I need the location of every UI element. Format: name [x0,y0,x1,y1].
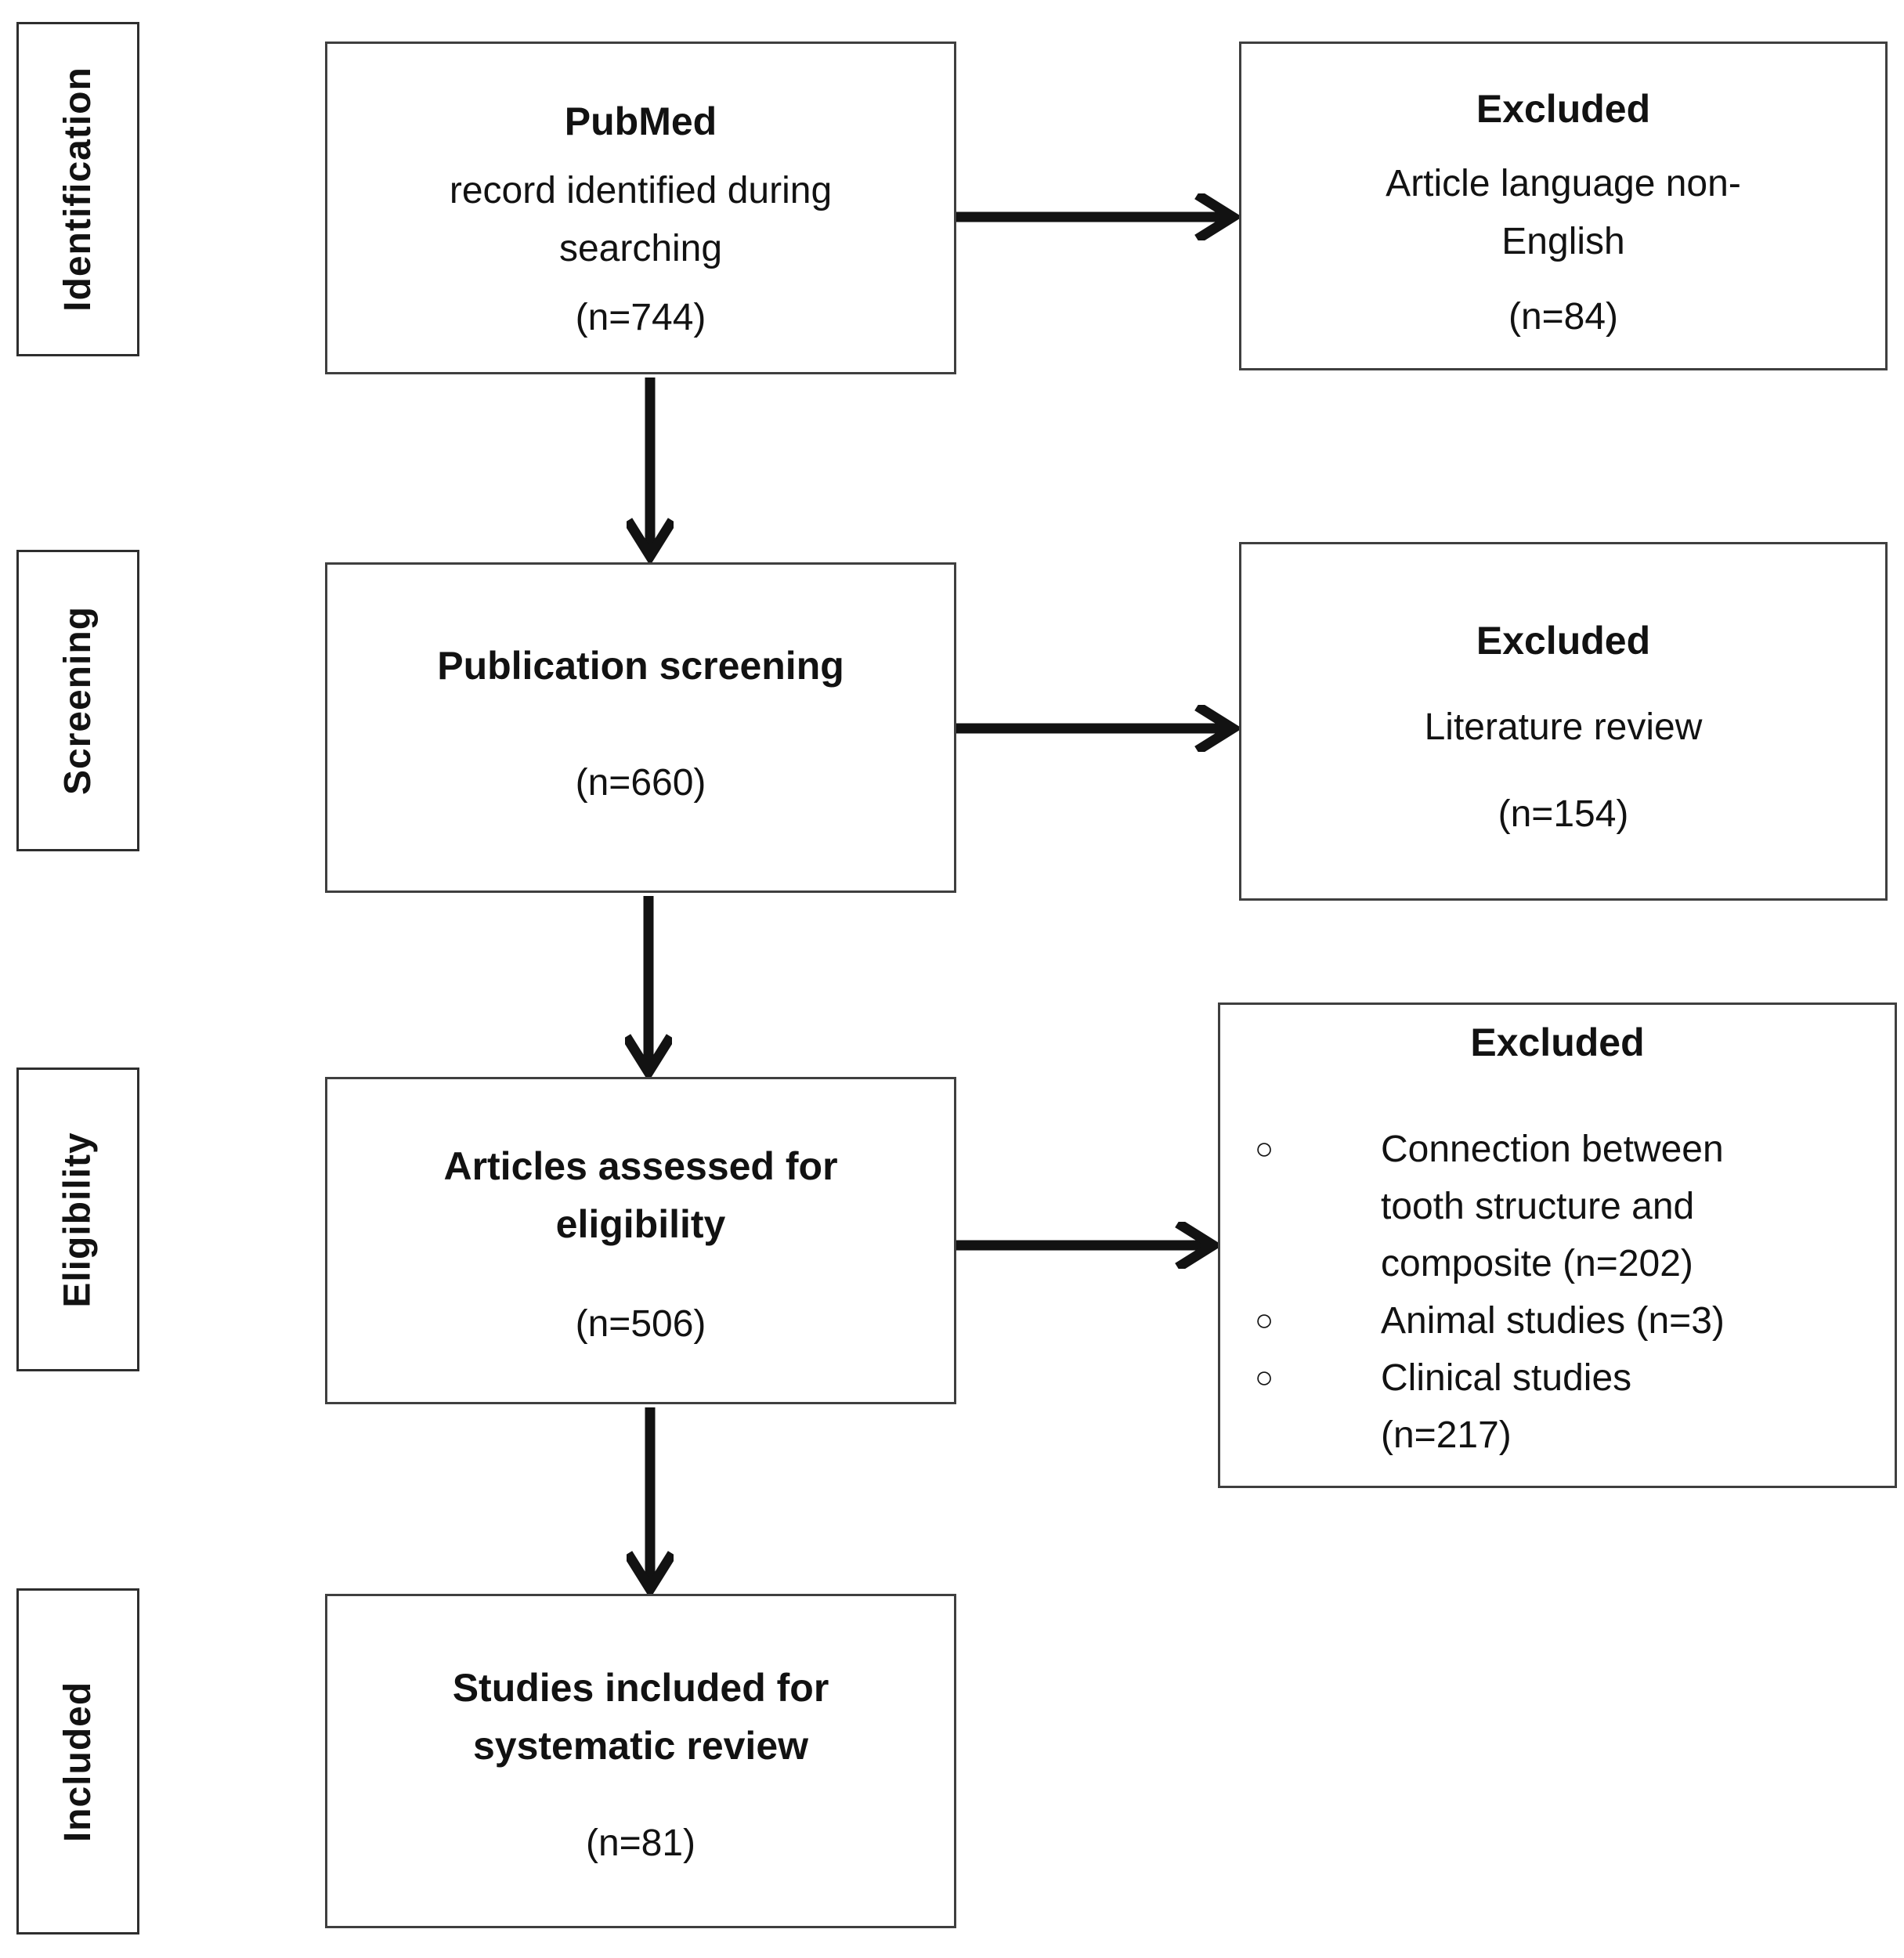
phase-label-eligibility: Eligibility [57,1131,99,1308]
node-count: (n=506) [575,1303,706,1345]
node-count: (n=744) [575,297,706,338]
phase-label-included: Included [57,1681,99,1842]
excluded-reason: Connection between tooth structure and c… [1381,1129,1724,1284]
node-title: Studies included for systematic review [452,1666,829,1768]
node-description: record identified during searching [449,169,833,269]
phase-box-eligibility: Eligibility [16,1068,139,1371]
list-item: ○ Clinical studies (n=217) [1220,1349,1895,1464]
node-count: (n=660) [575,762,706,804]
phase-label-identification: Identification [57,67,99,312]
node-title: PubMed [564,99,717,143]
node-reason: Literature review [1424,706,1703,748]
node-title: Publication screening [437,644,844,688]
node-reason: Article language non-English [1386,163,1741,262]
phase-box-identification: Identification [16,22,139,356]
node-count: (n=154) [1498,793,1629,835]
circle-bullet-icon: ○ [1255,1303,1274,1338]
list-item: ○ Animal studies (n=3) [1220,1292,1895,1349]
node-records-identified: PubMed record identified during searchin… [325,42,956,374]
node-title: Articles assessed for eligibility [443,1144,838,1246]
node-count: (n=81) [585,1823,696,1864]
node-excluded-language: Excluded Article language non-English (n… [1239,42,1888,370]
phase-label-screening: Screening [57,605,99,796]
node-excluded-literature-review: Excluded Literature review (n=154) [1239,542,1888,901]
excluded-reason: Animal studies (n=3) [1381,1300,1725,1342]
circle-bullet-icon: ○ [1255,1132,1274,1166]
node-publication-screening: Publication screening (n=660) [325,562,956,893]
node-studies-included: Studies included for systematic review (… [325,1594,956,1928]
node-title: Excluded [1476,619,1651,663]
phase-box-included: Included [16,1588,139,1935]
node-title: Excluded [1470,1021,1645,1064]
excluded-reason-list: ○ Connection between tooth structure and… [1220,1121,1895,1464]
node-articles-assessed: Articles assessed for eligibility (n=506… [325,1077,956,1404]
node-excluded-eligibility-reasons: Excluded ○ Connection between tooth stru… [1218,1002,1897,1488]
circle-bullet-icon: ○ [1255,1360,1274,1395]
excluded-reason: Clinical studies (n=217) [1381,1357,1632,1456]
node-count: (n=84) [1508,296,1619,338]
list-item: ○ Connection between tooth structure and… [1220,1121,1895,1292]
phase-box-screening: Screening [16,550,139,851]
node-title: Excluded [1476,87,1651,131]
